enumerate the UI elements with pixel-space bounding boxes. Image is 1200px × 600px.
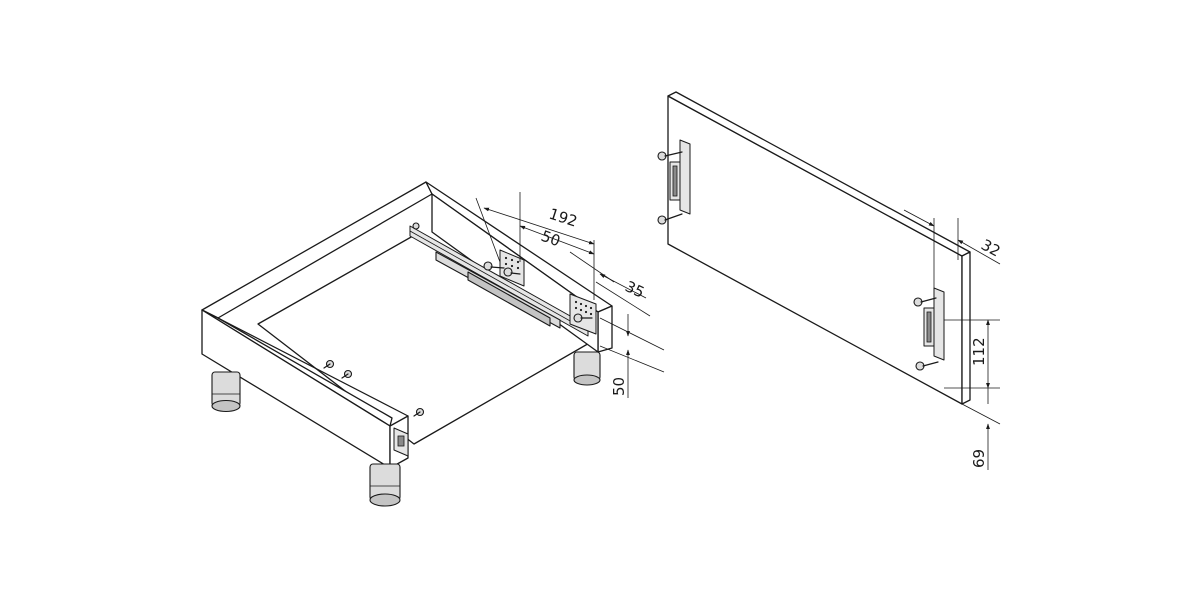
slide-bracket-front [569,293,597,335]
screw-icon [412,222,420,230]
screw-icon [657,151,683,161]
dimension-label-112: 112 [970,337,988,366]
screw-icon [573,313,593,323]
dimension-label-69: 69 [970,449,988,468]
front-clip [393,427,409,457]
dimension-label-192: 192 [547,205,580,231]
drawer-front-panel [667,91,971,405]
front-panel-dimension-lines [903,209,1001,470]
dimension-label-32: 32 [978,236,1003,261]
screw-icon [915,361,939,371]
drawer-slide [409,225,589,337]
screw-icon [503,267,521,277]
front-right-leg [369,463,401,507]
back-right-leg [573,351,601,386]
screw-icon [913,297,937,307]
screw-icon [341,369,353,379]
screw-icon [323,359,335,369]
front-panel-bracket-bottom [923,287,945,361]
front-left-leg [211,371,241,413]
dimension-label-50-vertical: 50 [610,377,628,396]
drawer-box [201,181,613,507]
screw-icon [413,407,425,417]
dimension-label-50-top: 50 [539,227,563,250]
screw-icon [657,213,683,225]
front-panel-bracket-top [669,139,691,215]
dimension-label-35: 35 [622,277,647,301]
screw-icon [483,261,505,271]
drawer-dimension-lines [475,192,665,398]
